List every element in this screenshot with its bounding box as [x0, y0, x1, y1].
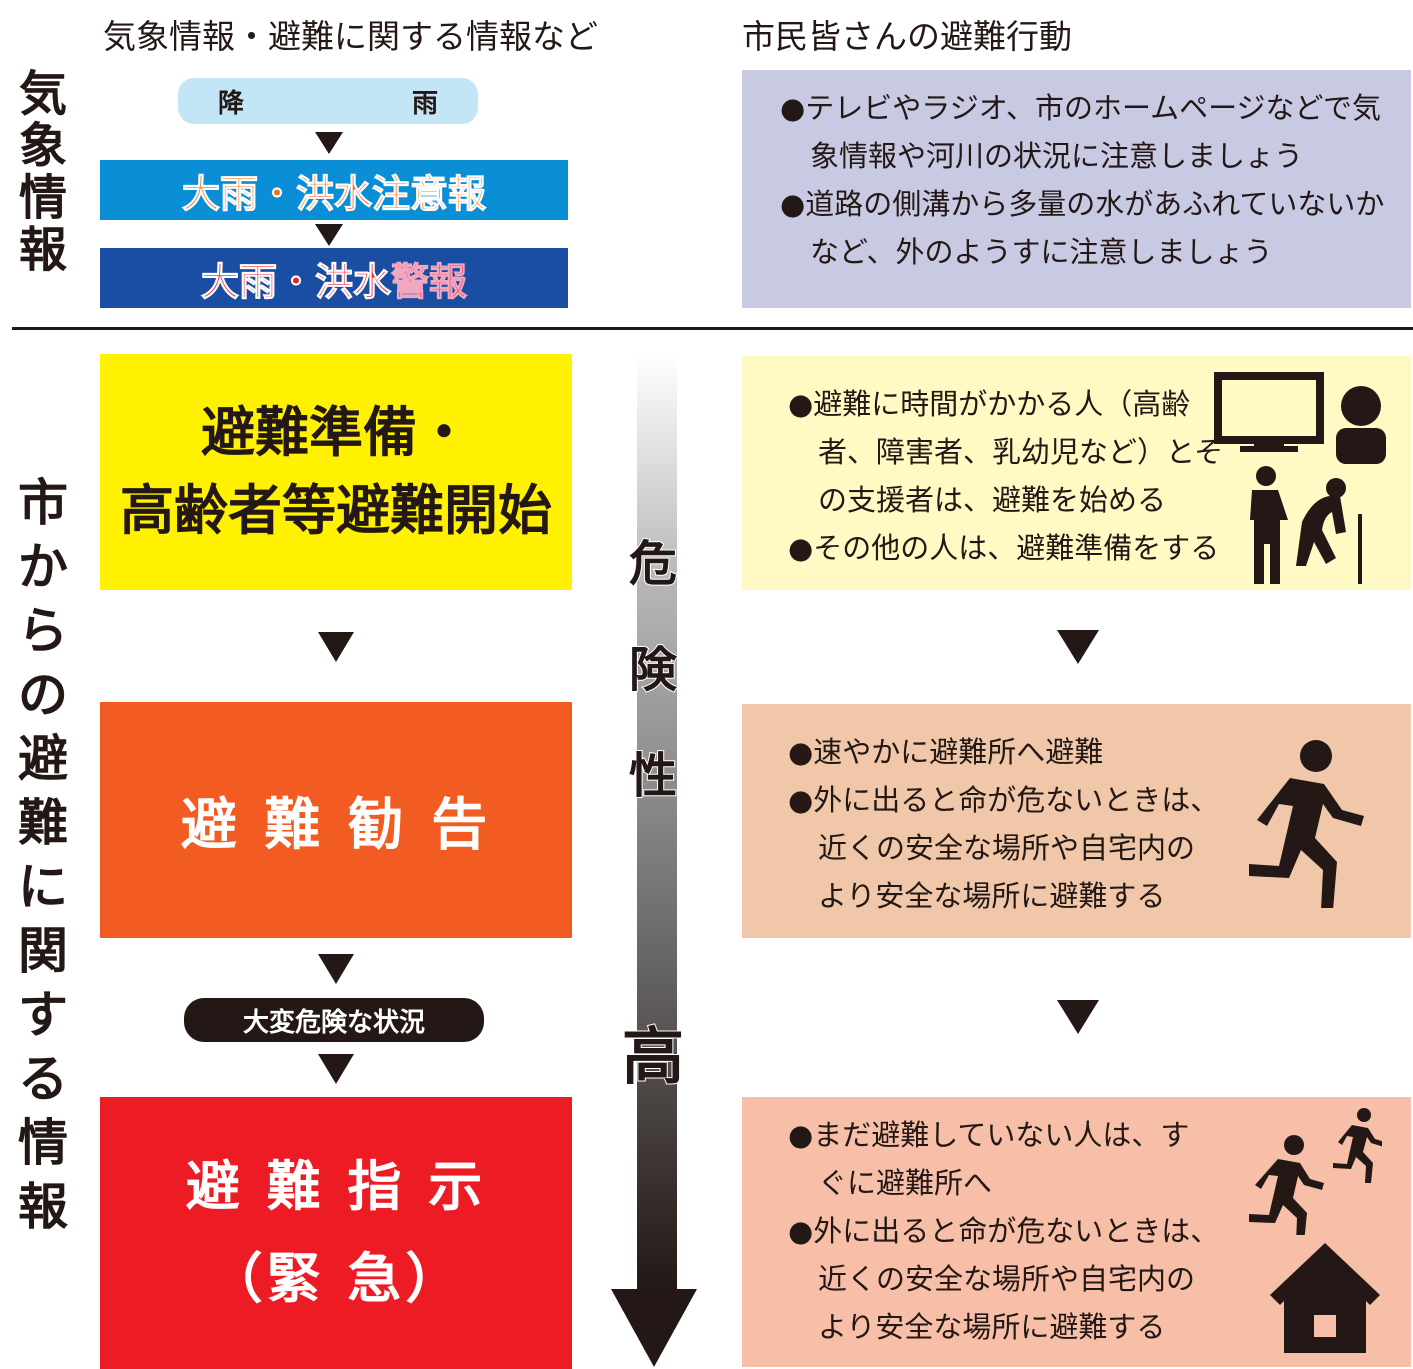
- city-label-char: か: [18, 538, 68, 596]
- helper-and-elderly-icon: [1250, 466, 1362, 584]
- action-bullet-line: 者、障害者、乳幼児など）とそ: [818, 435, 1224, 469]
- header-left-title: 気象情報・避難に関する情報など: [103, 17, 598, 56]
- city-label-char: の: [18, 666, 68, 724]
- tv-icon: [1214, 372, 1324, 452]
- weather-label-char: 情: [18, 170, 67, 226]
- rain-label-left: 降: [218, 88, 245, 119]
- warning-label-prefix: 大雨・洪水: [200, 259, 391, 304]
- prep-action-box: ●避難に時間がかかる人（高齢 者、障害者、乳幼児など）とそ の支援者は、避難を始…: [742, 356, 1411, 590]
- city-label-char: す: [18, 986, 68, 1044]
- weather-label-char: 象: [18, 118, 67, 174]
- flow-arrow-down-icon: [1057, 630, 1099, 664]
- flow-arrow-down-icon: [315, 132, 343, 154]
- city-label-char: る: [18, 1050, 68, 1108]
- action-bullet-line: ぐに避難所へ: [818, 1166, 993, 1200]
- running-person-icon: [1249, 740, 1364, 908]
- city-label-char: 報: [18, 1178, 68, 1236]
- city-label-char: ら: [18, 602, 68, 660]
- section-divider: [12, 327, 1413, 330]
- danger-label-char: 危: [628, 536, 678, 592]
- evacuation-advisory-title: 避 難 勧 告: [180, 792, 492, 858]
- city-label-char: 難: [18, 794, 68, 852]
- flow-arrow-down-icon: [315, 224, 343, 246]
- evacuation-order-box: 避 難 指 示 （緊 急）: [100, 1097, 572, 1369]
- evacuation-prep-box: 避難準備・ 高齢者等避難開始: [100, 354, 572, 590]
- action-bullet-line: より安全な場所に避難する: [818, 1310, 1166, 1344]
- action-bullet-line: ●道路の側溝から多量の水があふれていないか: [780, 187, 1385, 221]
- weather-label-char: 報: [18, 222, 67, 278]
- weather-label-char: 気: [18, 66, 67, 122]
- action-bullet-line: 近くの安全な場所や自宅内の: [818, 1262, 1196, 1296]
- action-bullet-line: ●外に出ると命が危ないときは、: [788, 783, 1220, 817]
- danger-scale-label: 危 険 性: [615, 536, 691, 804]
- rain-label-right: 雨: [411, 88, 438, 119]
- action-bullet-line: ●速やかに避難所へ避難: [788, 735, 1104, 769]
- weather-action-box: ●テレビやラジオ、市のホームページなどで気 象情報や河川の状況に注意しましょう …: [742, 70, 1411, 308]
- order-action-box: ●まだ避難していない人は、す ぐに避難所へ ●外に出ると命が危ないときは、 近く…: [742, 1097, 1411, 1367]
- action-bullet-line: 象情報や河川の状況に注意しましょう: [810, 139, 1304, 173]
- city-label-char: 情: [18, 1114, 68, 1172]
- city-label-char: 避: [18, 730, 68, 788]
- advisory-action-box: ●速やかに避難所へ避難 ●外に出ると命が危ないときは、 近くの安全な場所や自宅内…: [742, 704, 1411, 938]
- evacuation-order-title-line1: 避 難 指 示: [185, 1155, 487, 1219]
- flow-arrow-down-icon: [1057, 1000, 1099, 1034]
- action-bullet-line: ●まだ避難していない人は、す: [788, 1118, 1190, 1152]
- flow-arrow-down-icon: [318, 1054, 354, 1084]
- evacuation-order-title-line2: （緊 急）: [208, 1247, 464, 1310]
- rain-step-box: 降 雨: [178, 78, 478, 124]
- danger-high-label: 高: [621, 1020, 685, 1093]
- city-label-char: 市: [18, 474, 68, 532]
- danger-label-char: 険: [628, 642, 678, 698]
- flow-arrow-down-icon: [318, 954, 354, 984]
- very-dangerous-badge: 大変危険な状況: [184, 998, 484, 1042]
- evacuation-prep-title-line1: 避難準備・: [201, 400, 471, 464]
- danger-scale-arrow-icon: [611, 354, 697, 1367]
- person-bust-icon: [1336, 386, 1386, 464]
- very-dangerous-label: 大変危険な状況: [242, 1007, 425, 1038]
- evacuation-prep-title-line2: 高齢者等避難開始: [120, 479, 552, 542]
- action-bullet-line: 近くの安全な場所や自宅内の: [818, 831, 1196, 865]
- action-bullet-line: ●その他の人は、避難準備をする: [788, 531, 1220, 565]
- city-label-char: に: [18, 858, 68, 916]
- city-label-char: 関: [18, 922, 68, 980]
- evacuation-advisory-box: 避 難 勧 告: [100, 702, 572, 938]
- city-info-label: 市 か ら の 避 難 に 関 す る 情 報: [12, 478, 74, 1232]
- running-people-icon: [1249, 1108, 1382, 1235]
- advisory-step-box: 大雨・洪水注意報: [100, 160, 568, 220]
- action-bullet-line: より安全な場所に避難する: [818, 879, 1166, 913]
- advisory-label: 大雨・洪水注意報: [181, 171, 486, 216]
- action-bullet-line: の支援者は、避難を始める: [818, 483, 1167, 517]
- action-bullet-line: ●避難に時間がかかる人（高齢: [788, 387, 1191, 421]
- header-right-title: 市民皆さんの避難行動: [742, 17, 1072, 56]
- weather-info-label: 気 象 情 報: [12, 70, 74, 274]
- action-bullet-line: ●テレビやラジオ、市のホームページなどで気: [780, 91, 1381, 125]
- action-bullet-line: ●外に出ると命が危ないときは、: [788, 1214, 1220, 1248]
- house-icon: [1270, 1243, 1380, 1353]
- danger-label-char: 性: [628, 748, 678, 804]
- flow-arrow-down-icon: [318, 632, 354, 662]
- warning-label-suffix: 警報: [390, 259, 468, 304]
- action-bullet-line: など、外のようすに注意しましょう: [810, 235, 1273, 269]
- warning-step-box: 大雨・洪水警報: [100, 248, 568, 308]
